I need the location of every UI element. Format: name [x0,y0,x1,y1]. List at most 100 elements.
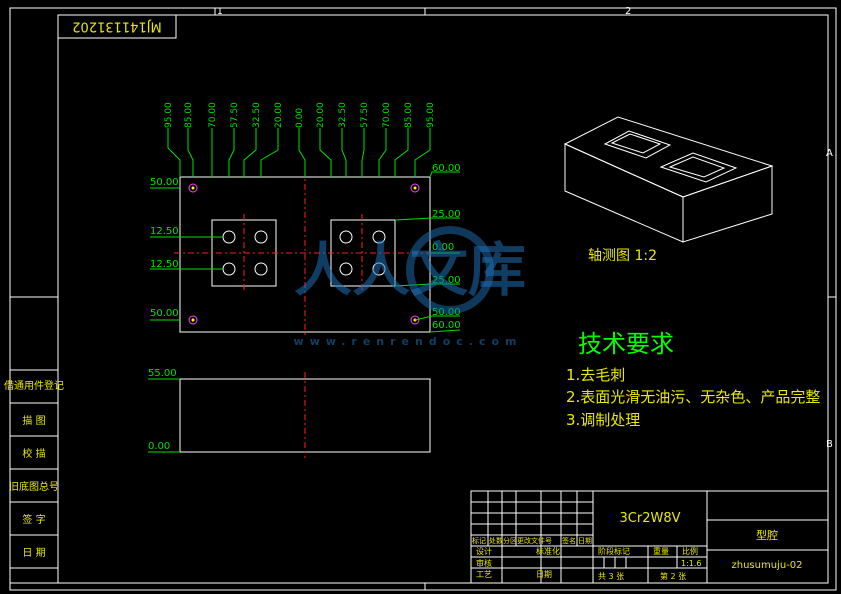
col-dim-20-left: 20.00 [274,102,284,128]
hole [339,262,353,276]
hole [222,230,236,244]
rev-header-5: 签名 [562,536,576,545]
rev-header-1: 标记 [472,536,486,545]
row-dim-12-top: 12.50 [150,226,179,237]
scale-value: 1:1.6 [681,559,702,568]
row-label-date: 日期 [536,570,552,579]
col-dim-32-right: 32.50 [338,102,348,128]
zone-label-b: B [826,439,833,450]
strip-label-5: 签 字 [22,513,45,526]
row-label-design: 设计 [476,546,492,556]
iso-pocket-right [659,152,738,183]
iso-top-face [563,116,774,198]
strip-label-1: 借通用件登记 [4,379,64,392]
drawing-number: MJ141131202 [72,19,162,34]
col-dim-85-right: 85.00 [404,102,414,128]
tech-title: 技术要求 [578,330,674,358]
material: 3Cr2W8V [620,511,681,526]
row-dim-12-bottom: 12.50 [150,259,179,270]
hole [254,230,268,244]
left-row-leaders [150,187,223,321]
col-dim-57-left: 57.50 [230,102,240,128]
col-dim-57-right: 57.50 [360,102,370,128]
watermark-ring [406,226,494,314]
iso-pocket-left [603,130,672,159]
hole [372,262,386,276]
front-view: 55.00 0.00 [148,368,431,458]
tech-item-2: 2.表面光滑无油污、无杂色、产品完整 [566,388,820,406]
hole [372,230,386,244]
hole [222,262,236,276]
hole [254,262,268,276]
part-name: 型腔 [756,528,778,542]
corner-pin [188,315,198,325]
iso-pocket-left-inner [610,133,662,154]
drawing-number-box [57,14,177,39]
iso-view: 轴测图 1:2 [563,116,774,264]
iso-side-face [682,165,773,243]
zone-label-a: A [826,148,833,159]
zone-label-1: 1 [217,7,223,17]
holes [222,230,386,276]
tech-item-1: 1.去毛刺 [566,366,625,384]
col-dim-20-right: 20.00 [316,102,326,128]
watermark-url: www.renrendoc.com [293,335,522,348]
rev-header-3: 分区 [503,536,517,545]
right-dim-60-bottom: 60.00 [432,320,461,331]
strip-label-3: 校 描 [22,447,45,460]
strip-label-2: 描 图 [22,414,45,427]
weight-label: 重量 [653,546,669,556]
right-row-leaders [394,171,461,333]
row-label-review: 审核 [476,558,492,568]
front-dim-0: 0.00 [148,441,170,452]
zone-label-2: 2 [625,6,631,17]
col-dim-32-left: 32.50 [252,102,262,128]
rev-header-2: 处数 [489,536,503,545]
col-dim-70-right: 70.00 [382,102,392,128]
corner-pin [410,315,420,325]
right-dim-25-bottom: 25.00 [432,275,461,286]
col-dim-95-left: 95.00 [164,102,174,128]
rev-header-4: 更改文件号 [517,536,552,545]
right-dim-25-top: 25.00 [432,209,461,220]
col-dim-95-right: 95.00 [426,102,436,128]
watermark-logo-text: 人人文库 [294,236,526,304]
sheets-total: 共 3 张 [598,572,624,581]
corner-pins [188,183,420,325]
corner-pin-center [191,186,195,190]
outer-frame [9,7,837,591]
row-label-process: 工艺 [476,570,492,579]
row-dim-50-top: 50.00 [150,177,179,188]
row-label-standard: 标准化 [536,546,560,556]
corner-pin-center [413,186,417,190]
row-dim-50-bottom: 50.00 [150,308,179,319]
right-dim-60-top: 60.00 [432,163,461,174]
corner-pin [188,183,198,193]
watermark: 人人文库 www.renrendoc.com [293,226,526,348]
right-dim-0: 0.00 [432,242,454,253]
col-dim-70-left: 70.00 [208,102,218,128]
strip-label-6: 日 期 [22,547,45,559]
hole [339,230,353,244]
col-dim-85-left: 85.00 [184,102,194,128]
stage-mark: 阶段标记 [598,546,630,556]
title-block: 标记 处数 分区 更改文件号 签名 日期 设计 标准化 审核 工艺 日期 3Cr… [470,490,829,584]
inner-frame [57,14,829,584]
column-leaders [167,128,431,177]
strip-label-4: 旧底图总号 [9,480,59,493]
top-view: 95.00 85.00 70.00 57.50 32.50 20.00 0.00… [150,102,461,338]
tech-requirements: 技术要求 1.去毛刺 2.表面光滑无油污、无杂色、产品完整 3.调制处理 [566,330,820,429]
front-dim-55: 55.00 [148,368,177,379]
col-dim-0: 0.00 [295,108,305,128]
iso-front-face [564,143,684,243]
rev-header-6: 日期 [578,537,592,545]
corner-pin [410,183,420,193]
column-dims: 95.00 85.00 70.00 57.50 32.50 20.00 0.00… [164,102,436,128]
tech-item-3: 3.调制处理 [566,411,640,429]
drawing-code: zhusumuju-02 [731,560,802,571]
sheet-number: 第 2 张 [660,571,686,581]
scale-label: 比例 [682,546,698,556]
corner-pin-center [191,318,195,322]
iso-caption: 轴测图 1:2 [588,248,657,264]
iso-pocket-right-inner [668,156,726,178]
